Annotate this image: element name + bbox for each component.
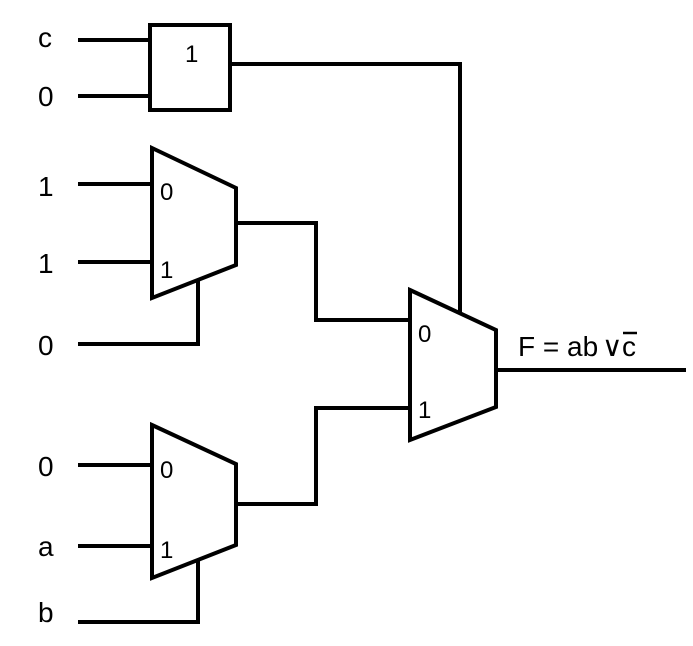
input-label-b: b [38, 597, 54, 628]
input-label-mux1-in0: 1 [38, 171, 54, 202]
input-label-a: a [38, 531, 54, 562]
mux-upper [150, 144, 238, 301]
mux-final-pin1: 1 [418, 397, 431, 424]
mux-lower [150, 421, 238, 581]
input-label-mux2-in0: 0 [38, 451, 54, 482]
wire-mux2-to-final [234, 406, 412, 506]
wire-mux1-select [78, 281, 200, 346]
mux-lower-pin0: 0 [160, 457, 173, 484]
output-formula-var: c [622, 331, 636, 362]
input-label-c: c [38, 22, 52, 53]
output-formula-or: ∨ [602, 331, 623, 362]
input-label-0-top: 0 [38, 81, 54, 112]
mux-lower-pin1: 1 [160, 537, 173, 564]
mux-final-pin0: 0 [418, 321, 431, 348]
mux-upper-pin1: 1 [160, 257, 173, 284]
wire-mux2-select [78, 560, 200, 624]
mux-final [408, 286, 498, 443]
wire-mux1-to-final [234, 221, 412, 322]
logic-gate-box [148, 23, 232, 112]
wire-gate-to-final-select [228, 62, 462, 312]
output-formula-prefix: F = ab [518, 331, 598, 362]
output-formula: F = ab ∨ c [518, 331, 637, 362]
input-label-mux1-sel: 0 [38, 330, 54, 361]
mux-upper-pin0: 0 [160, 179, 173, 206]
logic-gate-label: 1 [185, 41, 198, 68]
input-label-mux1-in1: 1 [38, 248, 54, 279]
